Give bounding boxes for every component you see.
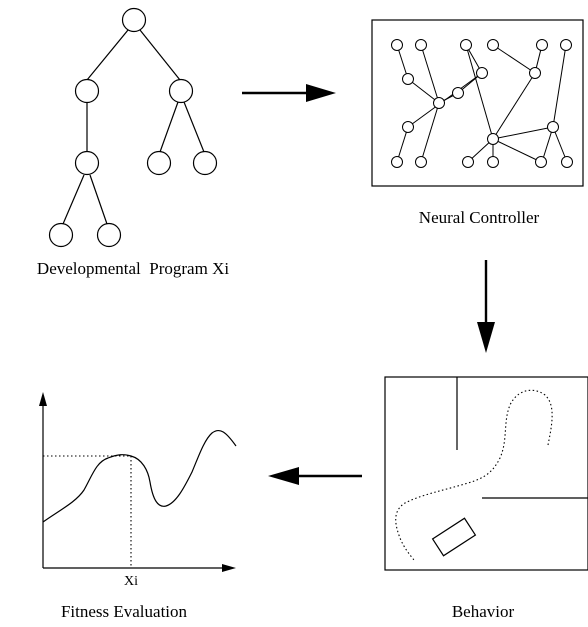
arrow-to-behavior: [477, 260, 495, 353]
x-axis-arrowhead: [222, 564, 236, 572]
caption-behavior: Behavior: [452, 602, 515, 621]
x-tick-label: Xi: [124, 574, 138, 589]
neuron: [529, 67, 541, 79]
neuron: [452, 87, 464, 99]
neuron: [561, 156, 573, 168]
neuron: [433, 97, 445, 109]
neural-connections: [396, 44, 568, 163]
neuron: [547, 121, 559, 133]
tree-node-right-right-child: [192, 150, 218, 176]
neuron: [536, 39, 548, 51]
tree-node-leaf-right: [96, 222, 122, 248]
tree-node-left: [74, 78, 100, 104]
neural-nodes: [391, 39, 573, 168]
neural-controller-box: [371, 19, 584, 187]
tree-node-root: [121, 7, 147, 33]
neuron: [415, 156, 427, 168]
neuron: [402, 121, 414, 133]
arrow-to-neural-controller: [242, 84, 336, 102]
y-axis-arrowhead: [39, 392, 47, 406]
robot: [431, 517, 477, 557]
behavior-environment: [384, 376, 588, 571]
fitness-curve: [42, 429, 237, 523]
tree-node-left-child: [74, 150, 100, 176]
neuron: [391, 39, 403, 51]
caption-developmental-program: Developmental Program Xi: [37, 259, 229, 278]
robot-trajectory: [395, 389, 553, 561]
neuron: [487, 156, 499, 168]
neuron: [391, 156, 403, 168]
caption-fitness-evaluation: Fitness Evaluation: [61, 602, 188, 621]
neuron: [487, 39, 499, 51]
neuron: [402, 73, 414, 85]
tree-node-right: [168, 78, 194, 104]
arrow-to-fitness: [268, 467, 362, 485]
tree-edges: [62, 29, 205, 225]
neuron: [476, 67, 488, 79]
caption-neural-controller: Neural Controller: [419, 208, 540, 227]
neuron: [462, 156, 474, 168]
developmental-program-tree: [48, 7, 218, 248]
neuron: [487, 133, 499, 145]
tree-node-leaf-left: [48, 222, 74, 248]
neuron: [560, 39, 572, 51]
fitness-plot: [39, 392, 237, 572]
neuron: [415, 39, 427, 51]
neuron: [460, 39, 472, 51]
tree-node-right-left-child: [146, 150, 172, 176]
neuron: [535, 156, 547, 168]
